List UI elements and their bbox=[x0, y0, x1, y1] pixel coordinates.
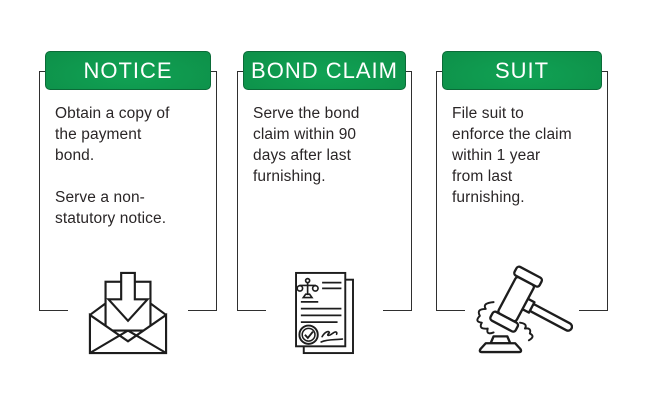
card-title-banner: NOTICE bbox=[45, 51, 211, 90]
envelope-download-icon bbox=[87, 270, 169, 355]
card-body-text: Serve the bond claim within 90 days afte… bbox=[253, 105, 360, 185]
card-title-banner: SUIT bbox=[442, 51, 602, 90]
card-body-text: Obtain a copy of the payment bond. Serve… bbox=[55, 105, 170, 227]
card-title: BOND CLAIM bbox=[251, 57, 398, 83]
card-bond-claim: BOND CLAIM Serve the bond claim within 9… bbox=[237, 51, 412, 355]
gavel-icon bbox=[471, 258, 573, 355]
card-notice: NOTICE Obtain a copy of the payment bond… bbox=[39, 51, 217, 355]
card-body-text: File suit to enforce the claim within 1 … bbox=[452, 105, 572, 206]
card-title: NOTICE bbox=[83, 57, 173, 83]
card-title: SUIT bbox=[494, 57, 550, 83]
card-suit: SUIT File suit to enforce the claim with… bbox=[436, 51, 608, 354]
card-title-banner: BOND CLAIM bbox=[243, 51, 406, 90]
legal-document-icon bbox=[293, 271, 357, 355]
